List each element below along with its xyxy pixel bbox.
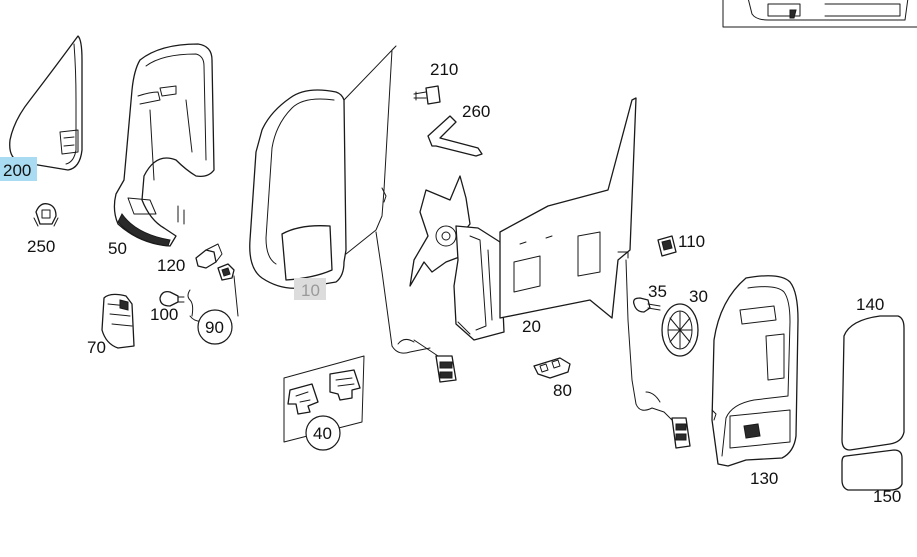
part-140-mirror-glass-upper[interactable]	[841, 315, 905, 451]
overview-thumbnail[interactable]	[722, 0, 917, 28]
callout-10[interactable]: 10	[301, 281, 320, 300]
part-20-connector[interactable]	[671, 417, 691, 449]
part-10-mirror-glass-assembly[interactable]	[249, 45, 441, 367]
callout-30[interactable]: 30	[689, 287, 708, 306]
part-10-connector[interactable]	[435, 355, 457, 383]
callout-200-highlight	[0, 157, 37, 181]
part-70-side-lamp[interactable]	[101, 293, 135, 349]
part-110-switch[interactable]	[657, 235, 677, 257]
callout-50[interactable]: 50	[108, 239, 127, 258]
callout-110[interactable]: 110	[678, 232, 705, 251]
part-30-drive-motor[interactable]	[661, 303, 699, 357]
part-35-screw[interactable]	[632, 297, 661, 313]
callout-100[interactable]: 100	[150, 305, 178, 324]
callout-200[interactable]: 200	[3, 161, 31, 180]
part-150-mirror-glass-lower[interactable]	[841, 449, 903, 491]
callout-40[interactable]: 40	[313, 424, 332, 443]
part-210-screw[interactable]	[413, 85, 441, 105]
callout-80[interactable]: 80	[553, 381, 572, 400]
part-50-mirror-housing[interactable]	[113, 43, 215, 247]
callout-20[interactable]: 20	[522, 317, 541, 336]
part-20-mirror-arm[interactable]	[409, 97, 673, 421]
part-130-housing-shell[interactable]	[711, 275, 799, 467]
callout-210[interactable]: 210	[430, 60, 458, 79]
callout-40-circle	[305, 415, 341, 451]
part-200-mirror-cover[interactable]	[9, 35, 83, 171]
part-90-connector[interactable]	[187, 263, 239, 322]
callout-150[interactable]: 150	[873, 487, 901, 506]
part-250-clip[interactable]	[33, 203, 59, 227]
callout-120[interactable]: 120	[157, 256, 185, 275]
callout-10-highlight	[294, 278, 326, 300]
part-260-hex-key[interactable]	[427, 115, 483, 157]
callout-250[interactable]: 250	[27, 237, 55, 256]
part-120-bulb-socket[interactable]	[195, 243, 223, 269]
part-100-bulb[interactable]	[159, 290, 185, 307]
callout-130[interactable]: 130	[750, 469, 778, 488]
callout-260[interactable]: 260	[462, 102, 490, 121]
callout-90[interactable]: 90	[205, 318, 224, 337]
callout-35[interactable]: 35	[648, 282, 667, 301]
callout-90-circle	[197, 309, 233, 345]
part-40-motor-kit[interactable]	[283, 355, 365, 443]
callout-140[interactable]: 140	[856, 295, 884, 314]
part-80-bracket[interactable]	[533, 357, 571, 379]
callout-70[interactable]: 70	[87, 338, 106, 357]
